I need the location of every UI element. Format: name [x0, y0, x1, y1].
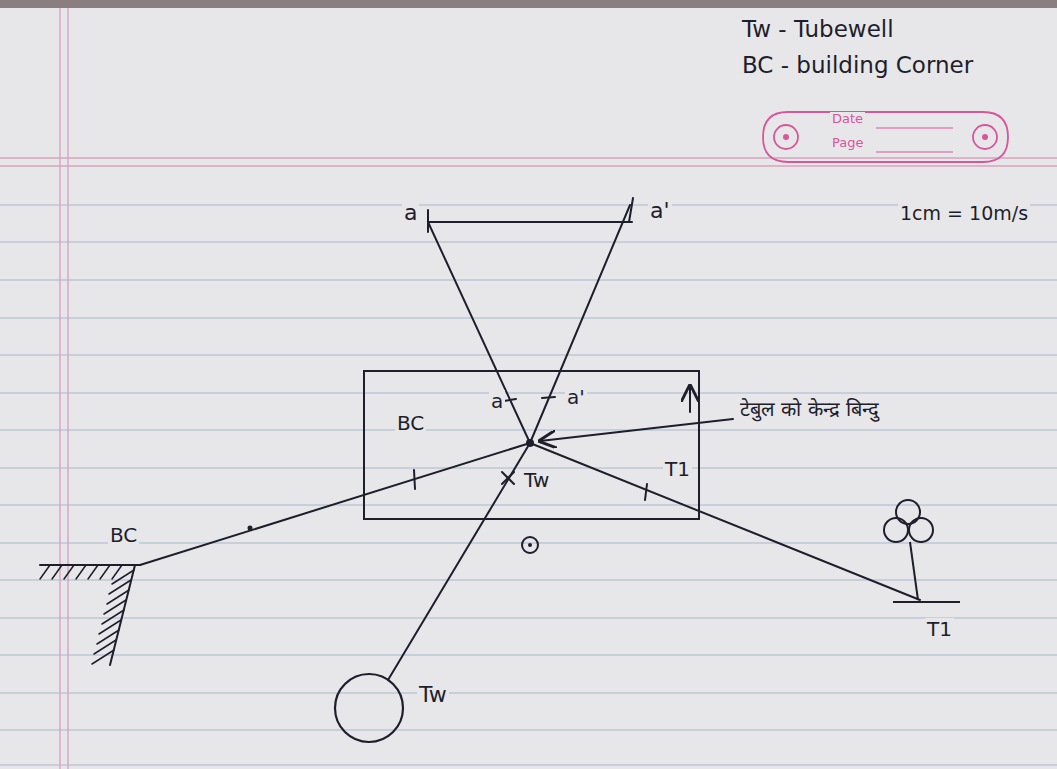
rule-line	[0, 429, 1057, 430]
tree-crown	[884, 518, 908, 542]
building-corner-symbol	[40, 565, 140, 665]
stamp-dot	[783, 134, 789, 140]
station-mark	[522, 537, 538, 553]
ray-line	[388, 443, 530, 680]
rule-line	[0, 654, 1057, 655]
tick-mark	[542, 397, 555, 398]
object-label: T1	[925, 618, 954, 641]
point-label: a'	[648, 198, 672, 223]
ray-line	[428, 222, 530, 443]
header-line	[0, 165, 1057, 166]
node-text: a'	[565, 386, 587, 409]
tree-crown	[896, 500, 920, 524]
ray-line	[140, 443, 530, 565]
stamp-dot	[982, 134, 988, 140]
tubewell-circle: Tw	[333, 672, 405, 744]
date-page-stamp: DatePage	[758, 104, 1013, 170]
rule-line	[0, 579, 1057, 580]
margin-lines	[0, 8, 1057, 769]
rule-line	[0, 354, 1057, 355]
circle-outline	[335, 674, 403, 742]
margin-line	[59, 8, 60, 769]
stamp-border	[763, 112, 1008, 162]
tick-mark	[629, 198, 633, 222]
point-label: a	[402, 200, 419, 225]
intersection-base-line	[428, 221, 632, 223]
stamp-line	[876, 152, 953, 153]
station-dot	[528, 543, 532, 547]
tree-crown	[909, 518, 933, 542]
ray-point	[248, 526, 253, 531]
stamp-line	[876, 128, 953, 129]
building-wall	[40, 565, 140, 665]
leader-line	[540, 419, 733, 441]
rule-line	[0, 279, 1057, 280]
node-text: Tw	[522, 469, 551, 492]
scale-note: 1cm = 10m/s	[898, 203, 1030, 225]
rule-line	[0, 692, 1057, 693]
tubewell-circle-outline	[333, 672, 405, 744]
table-centre-point	[526, 439, 534, 447]
rule-line	[0, 617, 1057, 618]
stamp-swirl	[774, 125, 798, 149]
node-text: Tw	[417, 682, 449, 707]
tick-mark	[414, 470, 415, 489]
rule-line	[0, 317, 1057, 318]
rule-line	[0, 764, 1057, 765]
rule-line	[0, 392, 1057, 393]
legend-note: BC - building Corner	[740, 52, 975, 78]
plane-table-sheet: a a' BC Tw T1	[363, 370, 700, 520]
ruled-lines	[0, 205, 1057, 765]
north-arrow	[689, 386, 691, 412]
stamp-swirl	[973, 125, 997, 149]
node-text: Page	[830, 136, 865, 151]
rule-line	[0, 729, 1057, 730]
margin-line	[67, 8, 68, 769]
callout-note: टेबुल को केन्द्र बिन्दु	[738, 398, 881, 421]
header-line	[0, 157, 1057, 158]
node-text: BC	[395, 412, 426, 435]
tree-base	[893, 601, 960, 603]
cross-mark	[502, 472, 514, 484]
ray-line	[530, 443, 920, 600]
hatching	[40, 565, 134, 664]
tree-trunk	[910, 542, 918, 600]
node-text: a	[489, 390, 505, 413]
node-text: Date	[830, 112, 865, 127]
tick-mark	[645, 484, 647, 500]
tree-symbol	[884, 500, 960, 602]
rule-line	[0, 241, 1057, 242]
node-text: T1	[663, 458, 692, 481]
plane-table-sheet-outline	[365, 372, 698, 518]
tick-mark	[427, 210, 429, 232]
legend-note: Tw - Tubewell	[740, 16, 896, 42]
date-page-stamp-outline	[758, 104, 1013, 170]
tick-mark	[504, 399, 516, 401]
ray-line	[530, 205, 630, 443]
object-label: BC	[108, 524, 139, 547]
page-shadow	[0, 0, 1057, 8]
cross-mark	[502, 472, 514, 484]
survey-rays	[140, 198, 920, 680]
